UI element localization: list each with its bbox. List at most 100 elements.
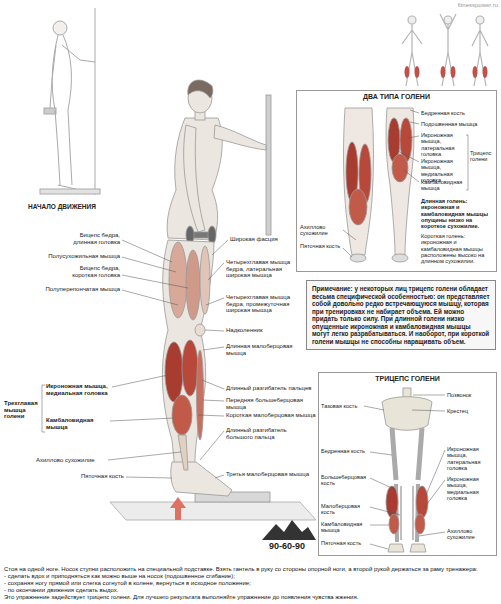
part-label: Ахиллово сухожилие (300, 224, 342, 237)
main-figure (186, 250, 200, 320)
part-label: Широкая фасция (230, 236, 280, 243)
leader-line (424, 480, 445, 508)
part-label: Полуперепончатая мышца (24, 286, 120, 293)
main-figure (110, 502, 316, 520)
leg-skeleton (400, 486, 402, 540)
leg-skeleton (389, 514, 399, 534)
part-label: Пяточная кость (80, 473, 124, 480)
leader-line (215, 475, 224, 478)
leader-line (122, 257, 176, 272)
part-label: Икроножная мышца, латеральная головка (421, 132, 466, 157)
part-label: Камбаловидная мышца (321, 521, 369, 534)
start-figure (68, 110, 72, 185)
part-label: Подошвенная мышца (421, 121, 493, 127)
part-label: Икроножная мышца, медиальная головка (46, 383, 110, 396)
leader-line (42, 240, 228, 478)
main-figure (197, 350, 204, 440)
leader-line (364, 406, 384, 410)
leader-line (343, 248, 352, 257)
instruction-text: - сделать вдох и приподняться как можно … (4, 573, 497, 580)
leader-line (370, 525, 389, 526)
leader-line (202, 380, 224, 389)
start-figure (53, 21, 67, 35)
start-figure (55, 110, 60, 185)
part-label: Камбаловидная мышца (46, 417, 108, 430)
anatomy-figures (408, 16, 416, 24)
anatomy-figures (476, 16, 484, 24)
anatomy-figures (444, 16, 452, 24)
part-label: Крестец (447, 408, 495, 414)
anatomy-figures (473, 66, 478, 78)
part-label: Большеберцовая кость (321, 474, 369, 487)
leader-line (396, 150, 419, 162)
main-figure (214, 125, 266, 150)
anatomy-figures (441, 66, 446, 78)
leader-line (203, 400, 224, 401)
start-figure (44, 108, 56, 114)
watermark: fitnesspower.ru (438, 2, 498, 9)
main-figure (266, 95, 271, 235)
main-figure (195, 324, 205, 336)
leader-line (122, 240, 172, 262)
leg-skeleton (415, 514, 425, 534)
main-figure (172, 395, 192, 435)
leader-line (198, 415, 224, 416)
main-figure (178, 435, 188, 470)
leader-line (122, 290, 178, 305)
start-figure (40, 189, 100, 194)
leader-line (343, 230, 356, 240)
panel-title: ДВА ТИПА ГОЛЕНИ (297, 91, 496, 102)
leg-skeleton (392, 428, 396, 480)
part-label: Четырехглавая мышца бедра, латеральная ш… (226, 259, 296, 279)
part-label: Трехглавая мышца голени (4, 400, 40, 420)
part-label: Длинная малоберцовая мышца (226, 343, 302, 356)
part-label: Икроножная мышца, латеральная головка (447, 446, 495, 471)
leader-line (410, 122, 419, 124)
part-label: Надколенник (226, 327, 300, 334)
anatomy-figures (402, 24, 422, 86)
part-label: Передняя большеберцовая мышца (226, 397, 316, 410)
part-label: Пяточная кость (300, 243, 342, 249)
anatomy-figures (405, 66, 410, 78)
start-figure (62, 45, 95, 62)
leader-line (126, 477, 172, 478)
part-label: Камбаловидная мышца (421, 179, 466, 192)
leader-line (364, 395, 445, 549)
calf-types (349, 189, 367, 225)
start-figure (50, 45, 56, 108)
leader-line (122, 275, 188, 288)
part-label: Длинная голень: икроножная и камбаловидн… (421, 198, 495, 229)
instruction-text: Стоя на одной ноге. Носок ступни располо… (4, 566, 497, 573)
leader-line (370, 544, 388, 549)
part-label: Ахиллово сухожилие (447, 528, 495, 541)
note-box: Примечание: у некоторых лиц трицепс голе… (306, 280, 496, 350)
part-label: Тазовая кость (321, 403, 369, 409)
anatomy-figures (402, 14, 488, 86)
instruction-text: - сохраняя ногу прямой или слегка согнут… (4, 580, 497, 587)
leader-line (408, 136, 419, 138)
calf-types (386, 108, 414, 255)
logo-mark (262, 520, 316, 540)
leg-skeleton (386, 486, 398, 518)
main-figure (169, 242, 187, 318)
part-label: Полусухожильная мышца (30, 253, 120, 260)
leg-skeleton (416, 486, 428, 518)
leader-line (208, 263, 224, 280)
logo-text: 90-60-90 (256, 541, 318, 551)
part-label: Бицепс бедра, короткая головка (56, 265, 120, 278)
part-label: Пяточная кость (321, 540, 369, 546)
anatomy-figures (451, 66, 456, 78)
calf-types (344, 108, 374, 255)
anatomy-figures (440, 14, 456, 86)
part-label: НАЧАЛО ДВИЖЕНИЯ (28, 203, 112, 210)
leader-line (466, 135, 468, 190)
main-figure (171, 462, 232, 496)
part-label: Бедренная кость (321, 448, 369, 454)
leg-skeleton (382, 397, 432, 431)
main-figure (110, 80, 316, 520)
anatomy-figures (415, 66, 420, 78)
part-label: Ахиллово сухожилие (36, 457, 106, 464)
leader-line (370, 507, 400, 515)
main-figure (165, 342, 183, 402)
